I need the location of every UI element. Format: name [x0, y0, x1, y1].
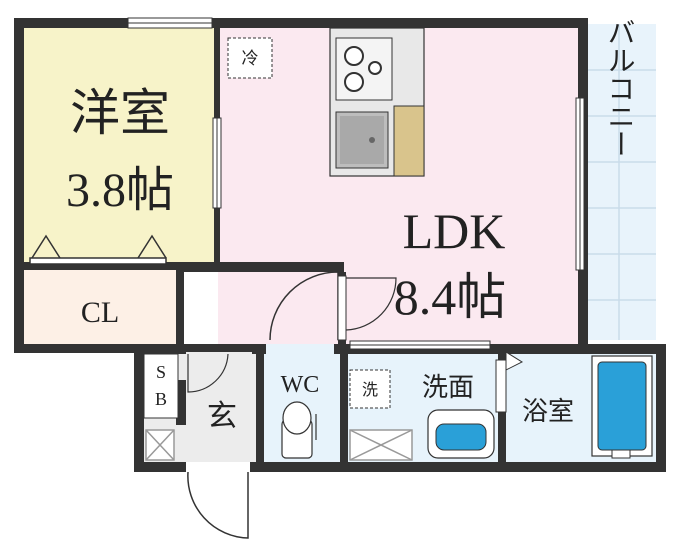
toilet — [281, 401, 317, 459]
washroom-name: 洗面 — [422, 373, 474, 403]
western-room-door — [212, 117, 222, 209]
entrance-name: 玄 — [207, 399, 237, 434]
ldk-door — [268, 271, 339, 344]
wc-door — [266, 344, 334, 354]
washer-marker: 洗 — [349, 369, 391, 409]
western-room-floor — [22, 28, 218, 268]
washer-label: 洗 — [362, 380, 378, 399]
bathtub — [591, 355, 653, 459]
top-window — [127, 17, 213, 29]
kitchen-counter — [393, 105, 425, 177]
shoe-box-label-s: S — [156, 362, 166, 382]
balcony-grid — [582, 24, 656, 340]
closet-name: CL — [81, 296, 119, 329]
washroom-door — [349, 340, 491, 350]
ldk-hall-door — [337, 275, 397, 341]
closet-floor — [22, 270, 176, 344]
shoe-box-label-b: B — [155, 389, 167, 409]
ldk-name: LDK — [403, 203, 506, 259]
bath-door — [495, 351, 524, 413]
balcony-window — [575, 97, 585, 271]
kitchen — [329, 27, 425, 177]
western-room-name: 洋室 — [70, 84, 170, 142]
wc-name: WC — [281, 372, 320, 398]
fridge-marker: 冷 — [227, 37, 273, 79]
bath-name: 浴室 — [522, 397, 574, 427]
stove — [335, 37, 393, 101]
ldk-size: 8.4帖 — [394, 269, 507, 325]
closet-doors — [29, 234, 167, 265]
washbasin — [427, 409, 495, 459]
fridge-label: 冷 — [242, 49, 259, 69]
shoe-box: S B — [143, 353, 179, 419]
western-room-size: 3.8帖 — [66, 164, 174, 217]
front-door — [186, 462, 250, 539]
entrance-inner-door — [186, 352, 252, 393]
balcony-name: バルコニー — [604, 18, 637, 158]
